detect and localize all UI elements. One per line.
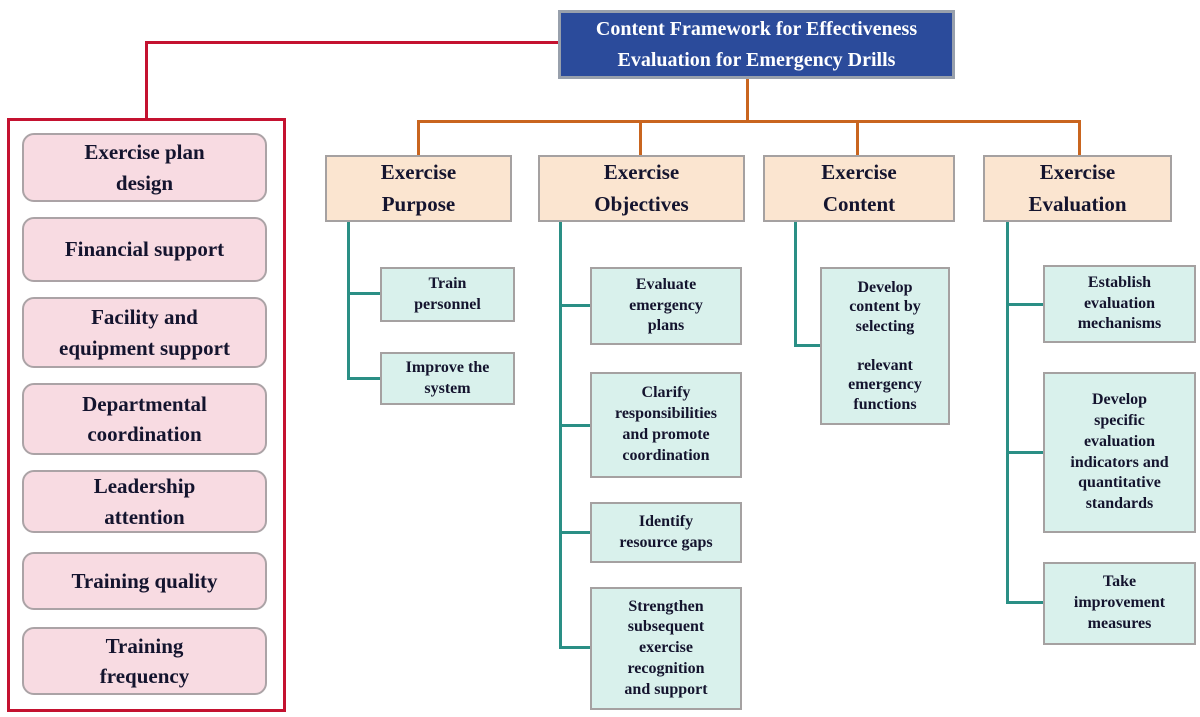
node-label: Develop specific evaluation indicators a… (1070, 391, 1169, 513)
node-label: Improve the system (405, 358, 490, 397)
column-header-label: Exercise Evaluation (1028, 160, 1127, 216)
node-take-improvement-measures: Take improvement measures (1043, 562, 1196, 645)
node-strengthen-recognition-support: Strengthen subsequent exercise recogniti… (590, 587, 742, 710)
node-label: Develop content by selecting relevant em… (848, 278, 922, 413)
connector-title-to-factors-vertical (145, 41, 148, 118)
connector-purpose-stub-2 (347, 377, 380, 380)
factor-box-financial-support: Financial support (22, 217, 267, 282)
node-label: Train personnel (414, 274, 481, 313)
factor-box-exercise-plan-design: Exercise plan design (22, 133, 267, 202)
node-improve-the-system: Improve the system (380, 352, 515, 405)
column-header-label: Exercise Purpose (380, 160, 457, 216)
node-clarify-responsibilities: Clarify responsibilities and promote coo… (590, 372, 742, 478)
column-header-label: Exercise Content (821, 160, 897, 216)
node-train-personnel: Train personnel (380, 267, 515, 322)
node-develop-evaluation-indicators: Develop specific evaluation indicators a… (1043, 372, 1196, 533)
factor-label: Training frequency (99, 633, 190, 688)
factor-label: Training quality (71, 568, 218, 593)
factor-label: Financial support (64, 237, 225, 262)
node-label: Establish evaluation mechanisms (1077, 273, 1162, 333)
connector-objectives-stub-4 (559, 646, 590, 649)
factor-label: Leadership attention (93, 474, 196, 529)
connector-orange-drop-objectives (639, 120, 642, 155)
framework-title-box: Content Framework for Effectiveness Eval… (558, 10, 955, 79)
factor-box-leadership-attention: Leadership attention (22, 470, 267, 533)
factor-label: Exercise plan design (84, 140, 205, 195)
column-header-exercise-objectives: Exercise Objectives (538, 155, 745, 222)
node-identify-resource-gaps: Identify resource gaps (590, 502, 742, 563)
connector-orange-trunk (746, 79, 749, 123)
connector-objectives-spine (559, 222, 562, 649)
connector-evaluation-stub-1 (1006, 303, 1043, 306)
node-establish-evaluation-mechanisms: Establish evaluation mechanisms (1043, 265, 1196, 343)
connector-purpose-spine (347, 222, 350, 380)
connector-purpose-stub-1 (347, 292, 380, 295)
framework-title: Content Framework for Effectiveness Eval… (595, 17, 918, 71)
factor-box-training-quality: Training quality (22, 552, 267, 610)
column-header-exercise-content: Exercise Content (763, 155, 955, 222)
node-label: Evaluate emergency plans (629, 275, 703, 335)
connector-objectives-stub-3 (559, 531, 590, 534)
connector-orange-drop-purpose (417, 120, 420, 155)
connector-objectives-stub-2 (559, 424, 590, 427)
column-header-exercise-evaluation: Exercise Evaluation (983, 155, 1172, 222)
node-label: Take improvement measures (1073, 573, 1166, 632)
factor-box-departmental-coordination: Departmental coordination (22, 383, 267, 455)
connector-objectives-stub-1 (559, 304, 590, 307)
node-label: Identify resource gaps (619, 512, 713, 551)
node-label: Clarify responsibilities and promote coo… (615, 384, 717, 464)
node-label: Strengthen subsequent exercise recogniti… (624, 597, 708, 698)
factor-box-training-frequency: Training frequency (22, 627, 267, 695)
factor-box-facility-equipment-support: Facility and equipment support (22, 297, 267, 368)
connector-evaluation-stub-2 (1006, 451, 1043, 454)
column-header-label: Exercise Objectives (594, 160, 689, 216)
node-evaluate-emergency-plans: Evaluate emergency plans (590, 267, 742, 345)
connector-orange-drop-evaluation (1078, 120, 1081, 155)
connector-evaluation-stub-3 (1006, 601, 1043, 604)
connector-orange-bus (417, 120, 1081, 123)
connector-orange-drop-content (856, 120, 859, 155)
connector-title-to-factors-horizontal (145, 41, 558, 44)
connector-content-stub-1 (794, 344, 820, 347)
factor-label: Facility and equipment support (59, 305, 230, 360)
factor-label: Departmental coordination (82, 391, 207, 446)
connector-content-spine (794, 222, 797, 347)
column-header-exercise-purpose: Exercise Purpose (325, 155, 512, 222)
node-develop-content-emergency-functions: Develop content by selecting relevant em… (820, 267, 950, 425)
connector-evaluation-spine (1006, 222, 1009, 604)
